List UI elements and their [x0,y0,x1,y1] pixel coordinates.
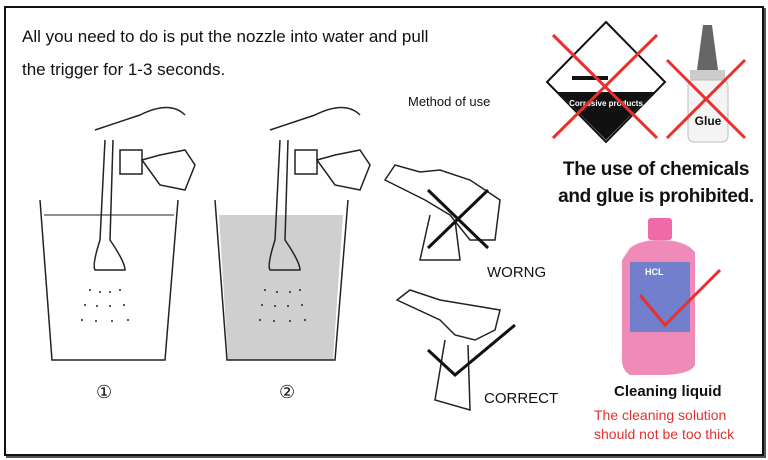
bottle-brand: HCL [645,267,664,277]
glue-label: Glue [695,114,722,128]
corrosive-sign-icon [545,20,667,144]
wrong-method-illustration [383,164,501,261]
cup-2-illustration [214,106,371,361]
spray-dots-1 [81,289,129,322]
glue-bottle-icon [687,25,729,143]
prohibited-warning: The use of chemicals and glue is prohibi… [558,159,754,207]
wrong-label: WORNG [487,264,547,281]
cleaning-liquid-bottle-icon [622,218,695,375]
wrong-x-mark [426,188,490,250]
instruction-frame [4,6,764,456]
step-2-label: ② [279,382,296,402]
prohibited-cross-icons [551,33,747,140]
cleaning-check-mark [638,268,722,328]
cup-1-illustration [39,106,196,361]
intro-text: All you need to do is put the nozzle int… [22,27,429,79]
cleaning-liquid-title: Cleaning liquid [614,383,722,400]
step-1-label: ① [96,382,113,402]
corrosive-label: Corrosive products [569,99,643,108]
cleaning-note: The cleaning solution should not be too … [594,407,735,442]
correct-method-illustration [395,289,501,412]
method-label: Method of use [408,94,491,109]
correct-label: CORRECT [484,390,559,407]
correct-check-mark [426,323,516,377]
